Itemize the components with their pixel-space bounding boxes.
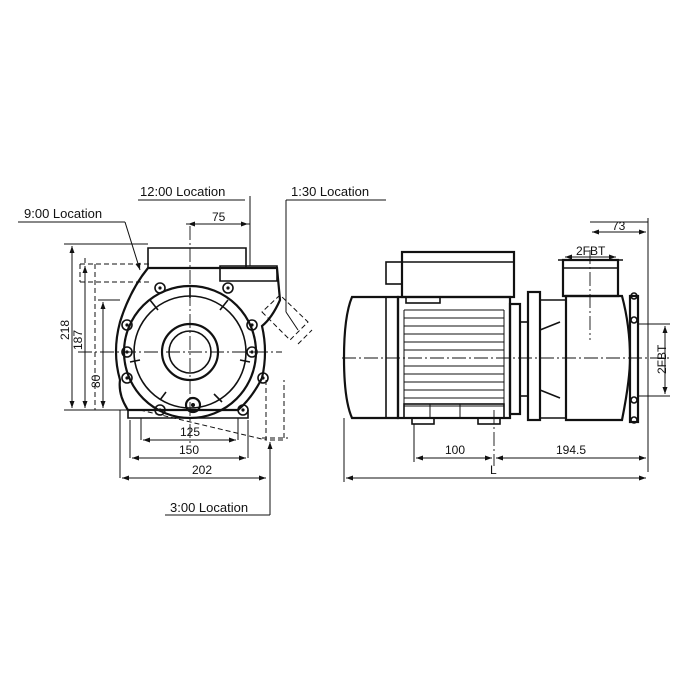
coupling-neck	[519, 321, 529, 397]
dim-150-text: 150	[179, 443, 199, 457]
motor-body	[396, 295, 512, 420]
pump-outlet-top	[561, 258, 620, 298]
motor-fins	[403, 309, 505, 410]
dim-L-text: L	[490, 463, 497, 477]
leader-9	[124, 221, 141, 271]
label-9-location: 9:00 Location	[24, 206, 102, 221]
alt-outlet-9	[79, 258, 150, 288]
pump-side-bolts	[630, 292, 638, 424]
pump-inlet-side	[628, 294, 640, 424]
dim-73-text: 73	[612, 219, 626, 233]
dim-125-text: 125	[180, 425, 200, 439]
terminal-base	[405, 296, 441, 304]
label-3-location: 3:00 Location	[170, 500, 248, 515]
motor-feet	[403, 403, 505, 425]
front-top-housing	[147, 247, 247, 268]
side-view: 73 2FBT 2FBT 100 194.5 L	[342, 218, 670, 482]
front-outlet-port	[219, 265, 278, 282]
dim-187-text: 187	[71, 330, 85, 350]
alt-outlet-130	[261, 294, 313, 345]
dim-100-text: 100	[445, 443, 465, 457]
pump-front-flange	[526, 290, 542, 422]
dim-202-text: 202	[192, 463, 212, 477]
terminal-gland	[385, 261, 403, 285]
front-view: 12:00 Location 1:30 Location 9:00 Locati…	[18, 184, 386, 516]
dim-2fbt-top-text: 2FBT	[576, 244, 606, 258]
front-base-foot	[127, 410, 249, 419]
dim-218-text: 218	[58, 320, 72, 340]
terminal-box	[400, 250, 516, 299]
label-12-location: 12:00 Location	[140, 184, 225, 199]
label-130-location: 1:30 Location	[291, 184, 369, 199]
alt-outlet-3	[262, 380, 288, 441]
dim-2fbt-side-text: 2FBT	[655, 344, 669, 374]
coupling-flange	[508, 302, 522, 416]
alt-outlet-3-guide	[139, 409, 267, 441]
dim-75-text: 75	[212, 210, 226, 224]
pump-bracket	[539, 299, 567, 419]
front-bolts	[121, 282, 269, 416]
dim-1945-text: 194.5	[556, 443, 586, 457]
motor-rear-cap	[342, 295, 400, 420]
dim-80-text: 80	[89, 374, 103, 388]
